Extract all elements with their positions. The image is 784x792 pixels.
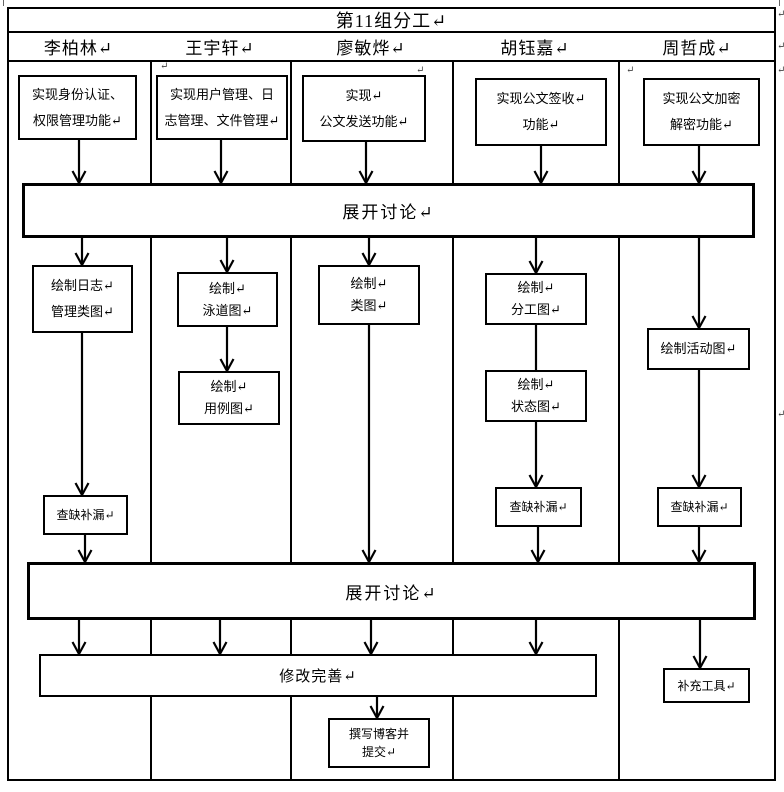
arrow-col1-gap-check-to-discussion2 — [77, 535, 93, 565]
arrow-col1-task-to-discussion1 — [71, 140, 87, 186]
band-discussion-1: 展开讨论↵ — [22, 183, 755, 238]
return-mark: ↵ — [777, 41, 784, 52]
worksplit-table-border — [7, 7, 776, 781]
arrow-discussion1-to-class-diagram — [361, 238, 377, 268]
member-header-liaominye: 廖敏烨↵ — [336, 38, 406, 58]
header-row-divider — [7, 60, 776, 62]
arrow-col2-task-to-discussion1 — [213, 140, 229, 186]
arrow-discussion1-to-log-class-diagram — [74, 238, 90, 268]
return-mark: ↵ — [777, 9, 784, 20]
arrow-col4-task-to-discussion1 — [533, 146, 549, 186]
return-mark: ↵ — [416, 65, 425, 76]
node-class-diagram: 绘制↵ 类图↵ — [318, 265, 420, 325]
node-blog-submit: 撰写博客并 提交↵ — [328, 718, 430, 768]
page-corner-mark-top-right — [779, 0, 780, 6]
node-log-class-diagram: 绘制日志↵ 管理类图↵ — [32, 265, 133, 333]
arrow-class-diagram-to-discussion2 — [361, 325, 377, 565]
band-revise: 修改完善↵ — [39, 654, 597, 697]
member-header-libolin: 李柏林↵ — [43, 38, 114, 58]
arrow-activity-diagram-to-gap-check — [691, 370, 707, 490]
page-corner-mark-top-left — [3, 0, 4, 6]
arrow-swimlane-to-usecase-diagram — [219, 327, 235, 374]
arrow-state-diagram-to-gap-check — [528, 422, 544, 490]
node-swimlane-diagram: 绘制↵ 泳道图↵ — [177, 272, 278, 327]
arrow-discussion2-to-supplement-tools — [692, 620, 708, 671]
column-divider-1 — [150, 60, 152, 781]
column-divider-2 — [290, 60, 292, 781]
arrow-col5-task-to-discussion1 — [691, 146, 707, 186]
return-mark: ↵ — [777, 409, 784, 420]
node-auth-task: 实现身份认证、 权限管理功能↵ — [18, 75, 137, 140]
return-mark: ↵ — [160, 61, 169, 72]
arrow-col5-gap-check-to-discussion2 — [691, 527, 707, 565]
node-division-diagram: 绘制↵ 分工图↵ — [485, 273, 587, 325]
node-activity-diagram: 绘制活动图↵ — [647, 328, 750, 370]
node-usecase-diagram: 绘制↵ 用例图↵ — [178, 371, 280, 425]
column-divider-3 — [452, 60, 454, 781]
diagram-title: 第11组分工↵ — [335, 10, 448, 31]
arrow-discussion1-to-activity-diagram — [691, 238, 707, 331]
arrow-discussion1-to-division-diagram — [528, 238, 544, 276]
return-mark: ↵ — [626, 65, 635, 76]
member-header-huyujia: 胡钰嘉↵ — [500, 38, 570, 58]
member-header-wangyuxuan: 王宇轩↵ — [185, 38, 255, 58]
node-gap-check-col1: 查缺补漏↵ — [43, 495, 128, 535]
arrow-discussion2-to-revise-col2 — [212, 620, 228, 657]
node-gap-check-col4: 查缺补漏↵ — [495, 487, 582, 527]
node-state-diagram: 绘制↵ 状态图↵ — [485, 370, 587, 422]
arrow-discussion2-to-revise-col3 — [363, 620, 379, 657]
node-doc-encrypt-task: 实现公文加密 解密功能↵ — [643, 78, 760, 146]
node-doc-receive-task: 实现公文签收↵ 功能↵ — [475, 78, 607, 146]
arrow-discussion1-to-swimlane-diagram — [219, 238, 235, 275]
arrow-col4-gap-check-to-discussion2 — [530, 527, 546, 565]
node-doc-send-task: 实现↵ 公文发送功能↵ — [302, 75, 426, 142]
arrow-discussion2-to-revise-col4 — [528, 620, 544, 657]
band-discussion-2: 展开讨论↵ — [27, 562, 756, 620]
node-user-mgmt-task: 实现用户管理、日 志管理、文件管理↵ — [156, 75, 288, 140]
node-gap-check-col5: 查缺补漏↵ — [657, 487, 742, 527]
arrow-revise-to-blog-submit — [369, 697, 385, 721]
return-mark: ↵ — [777, 65, 784, 76]
arrow-discussion2-to-revise-col1 — [71, 620, 87, 657]
arrow-log-class-to-gap-check — [74, 333, 90, 498]
title-row-divider — [7, 31, 776, 33]
column-divider-4 — [618, 60, 620, 781]
member-header-zhouzhecheng: 周哲成↵ — [662, 38, 732, 58]
arrow-col3-task-to-discussion1 — [358, 142, 374, 186]
node-supplement-tools: 补充工具↵ — [663, 668, 750, 703]
